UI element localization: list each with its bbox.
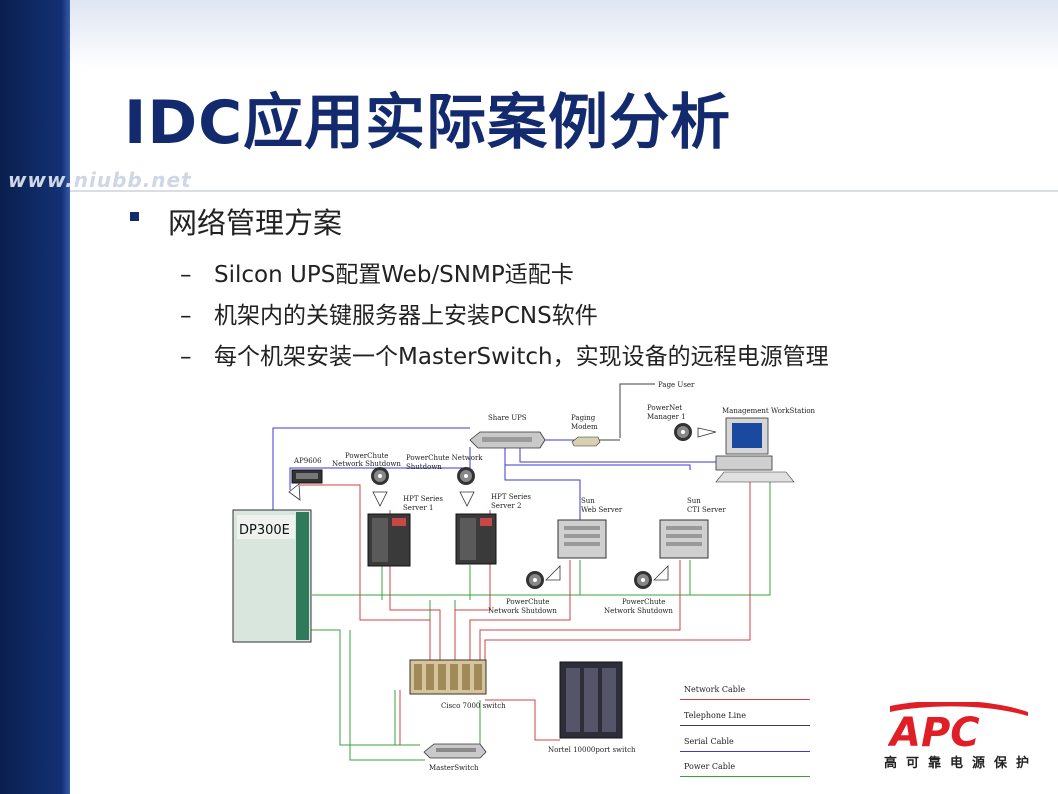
hpt-server-1 (367, 513, 411, 567)
dash-marker: – (180, 262, 192, 288)
legend-line-power (680, 776, 810, 777)
dp300e-ups-cabinet (232, 509, 312, 643)
legend-line-telephone (680, 725, 810, 726)
arrow-icon (545, 565, 561, 581)
powernet-manager-label-2: Manager 1 (647, 413, 686, 421)
legend-label-telephone: Telephone Line (684, 711, 747, 720)
left-sidebar-band (0, 0, 70, 794)
apc-logo-mark: APC (887, 700, 1028, 756)
arrow-icon (372, 491, 388, 507)
pcns-mid-label-2: Shutdown (406, 463, 442, 471)
cable-legend: Network Cable Telephone Line Serial Cabl… (676, 683, 812, 777)
pcns-bottom2-label-1: PowerChute (622, 598, 665, 606)
legend-line-network (680, 699, 810, 700)
cisco-switch (409, 659, 487, 695)
software-cd-icon (371, 467, 389, 485)
cisco-switch-label: Cisco 7000 switch (441, 702, 506, 710)
software-cd-icon (674, 423, 692, 441)
software-cd-icon (526, 571, 544, 589)
sub-item-text: 机架内的关键服务器上安装PCNS软件 (214, 303, 598, 329)
dash-marker: – (180, 303, 192, 329)
watermark-text: www.niubb.net (8, 168, 192, 192)
ap9606-card (291, 469, 323, 484)
legend-label-network: Network Cable (684, 685, 746, 694)
apc-logo: APC (887, 700, 1030, 756)
ap9606-label: AP9606 (293, 457, 322, 465)
header-gradient (70, 0, 1058, 70)
nortel-switch-label: Nortel 10000port switch (548, 746, 636, 754)
paging-modem-label-2: Modem (571, 423, 598, 431)
legend-line-serial (680, 751, 810, 752)
pcns-top-label-1: PowerChute (345, 452, 388, 460)
serial-cables (272, 427, 740, 520)
hpt-server-2 (455, 513, 497, 565)
hpt-server2-label-2: Server 2 (491, 502, 521, 510)
legend-label-power: Power Cable (684, 762, 736, 771)
arrow-icon (288, 483, 301, 501)
sub-item-text: Silcon UPS配置Web/SNMP适配卡 (214, 262, 574, 288)
management-workstation-label: Management WorkStation (722, 407, 816, 415)
apc-brand-text: APC (888, 710, 980, 750)
powernet-manager-label-1: PowerNet (647, 404, 682, 412)
sun-web-label-2: Web Server (581, 506, 623, 514)
legend-label-serial: Serial Cable (684, 737, 734, 746)
pcns-bottom1-label-1: PowerChute (506, 598, 549, 606)
arrow-icon (653, 565, 669, 581)
share-ups-label: Share UPS (488, 414, 527, 422)
paging-modem-label-1: Paging (571, 414, 596, 422)
sub-item: –每个机架安装一个MasterSwitch，实现设备的远程电源管理 (180, 337, 829, 371)
bullet-square-icon (130, 212, 139, 221)
sub-item: –机架内的关键服务器上安装PCNS软件 (180, 296, 598, 330)
software-cd-icon (634, 571, 652, 589)
workstation-computer (715, 417, 795, 483)
sun-web-server (557, 519, 607, 559)
software-cd-icon (457, 467, 475, 485)
masterswitch-device (423, 743, 487, 759)
header-divider (70, 190, 1058, 192)
masterswitch-label: MasterSwitch (429, 764, 479, 772)
nortel-switch (559, 661, 623, 739)
slide-title: IDC应用实际案例分析 (124, 88, 732, 158)
share-ups-device (469, 431, 546, 449)
page-user-label: Page User (658, 381, 695, 389)
sub-item: –Silcon UPS配置Web/SNMP适配卡 (180, 255, 574, 289)
sun-web-label-1: Sun (581, 497, 595, 505)
pcns-bottom1-label-2: Network Shutdown (488, 607, 557, 615)
dp300e-label: DP300E (239, 523, 290, 538)
sun-cti-label-1: Sun (687, 497, 701, 505)
sun-cti-label-2: CTI Server (687, 506, 726, 514)
hpt-server1-label-2: Server 1 (403, 504, 433, 512)
pcns-top-label-2: Network Shutdown (332, 460, 401, 468)
sub-item-text: 每个机架安装一个MasterSwitch，实现设备的远程电源管理 (214, 344, 829, 370)
hpt-server2-label-1: HPT Series (491, 493, 531, 501)
pcns-mid-label-1: PowerChute Network (406, 454, 483, 462)
apc-tagline: 高可靠电源保护 (884, 756, 1039, 771)
hpt-server1-label-1: HPT Series (403, 495, 443, 503)
bullet-heading: 网络管理方案 (168, 206, 343, 240)
dash-marker: – (180, 344, 192, 370)
arrow-icon (697, 427, 717, 438)
arrow-icon (459, 491, 475, 507)
pcns-bottom2-label-2: Network Shutdown (604, 607, 673, 615)
sun-cti-server (659, 519, 709, 559)
paging-modem-device (571, 436, 601, 447)
